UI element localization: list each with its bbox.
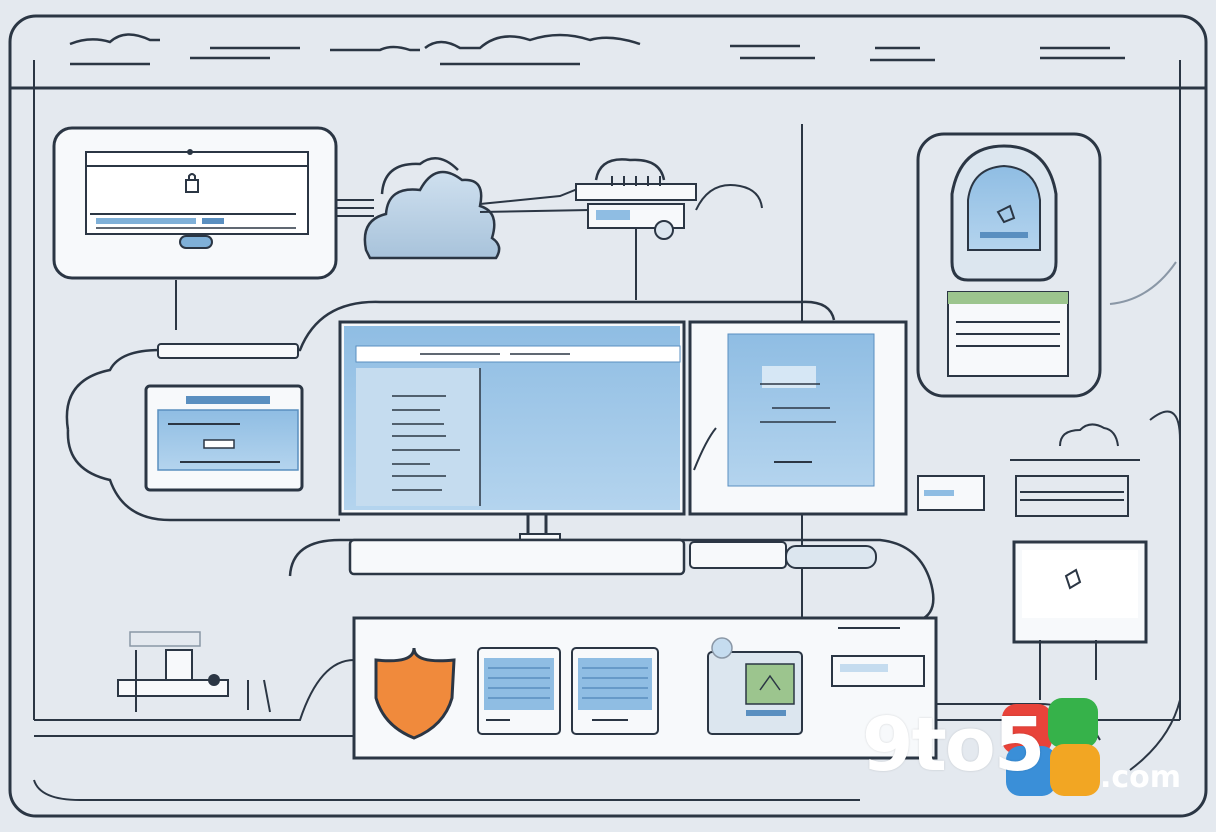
bottom-panel: [352, 616, 938, 760]
shield-icon: [374, 647, 456, 740]
security-device: [916, 132, 1102, 398]
keyboard-icon: [288, 538, 935, 622]
left-gadget: [117, 631, 271, 713]
right-curve: [1129, 410, 1181, 771]
server-rack-icon: [477, 647, 659, 735]
logo-mark: [1002, 696, 1102, 806]
outer-frame: [8, 14, 1208, 818]
monitor-icon: [338, 320, 686, 543]
tablet-icon: [707, 637, 803, 735]
watermark-suffix: .com: [1100, 760, 1182, 795]
lock-icon: [185, 173, 199, 193]
server-rack-icon: [917, 475, 1148, 700]
header-strokes: [69, 33, 1125, 66]
secondary-monitor: [688, 320, 908, 516]
right-squiggle: [1109, 261, 1177, 305]
cloud-icon: [363, 157, 501, 260]
router-icon: [575, 158, 763, 300]
cloud-icon: [1010, 423, 1140, 461]
watermark-brand: 9to5: [862, 702, 1045, 788]
console-panel: [65, 280, 836, 522]
watermark-logo: 9to5 .com: [862, 696, 1202, 816]
login-window: [52, 126, 338, 280]
